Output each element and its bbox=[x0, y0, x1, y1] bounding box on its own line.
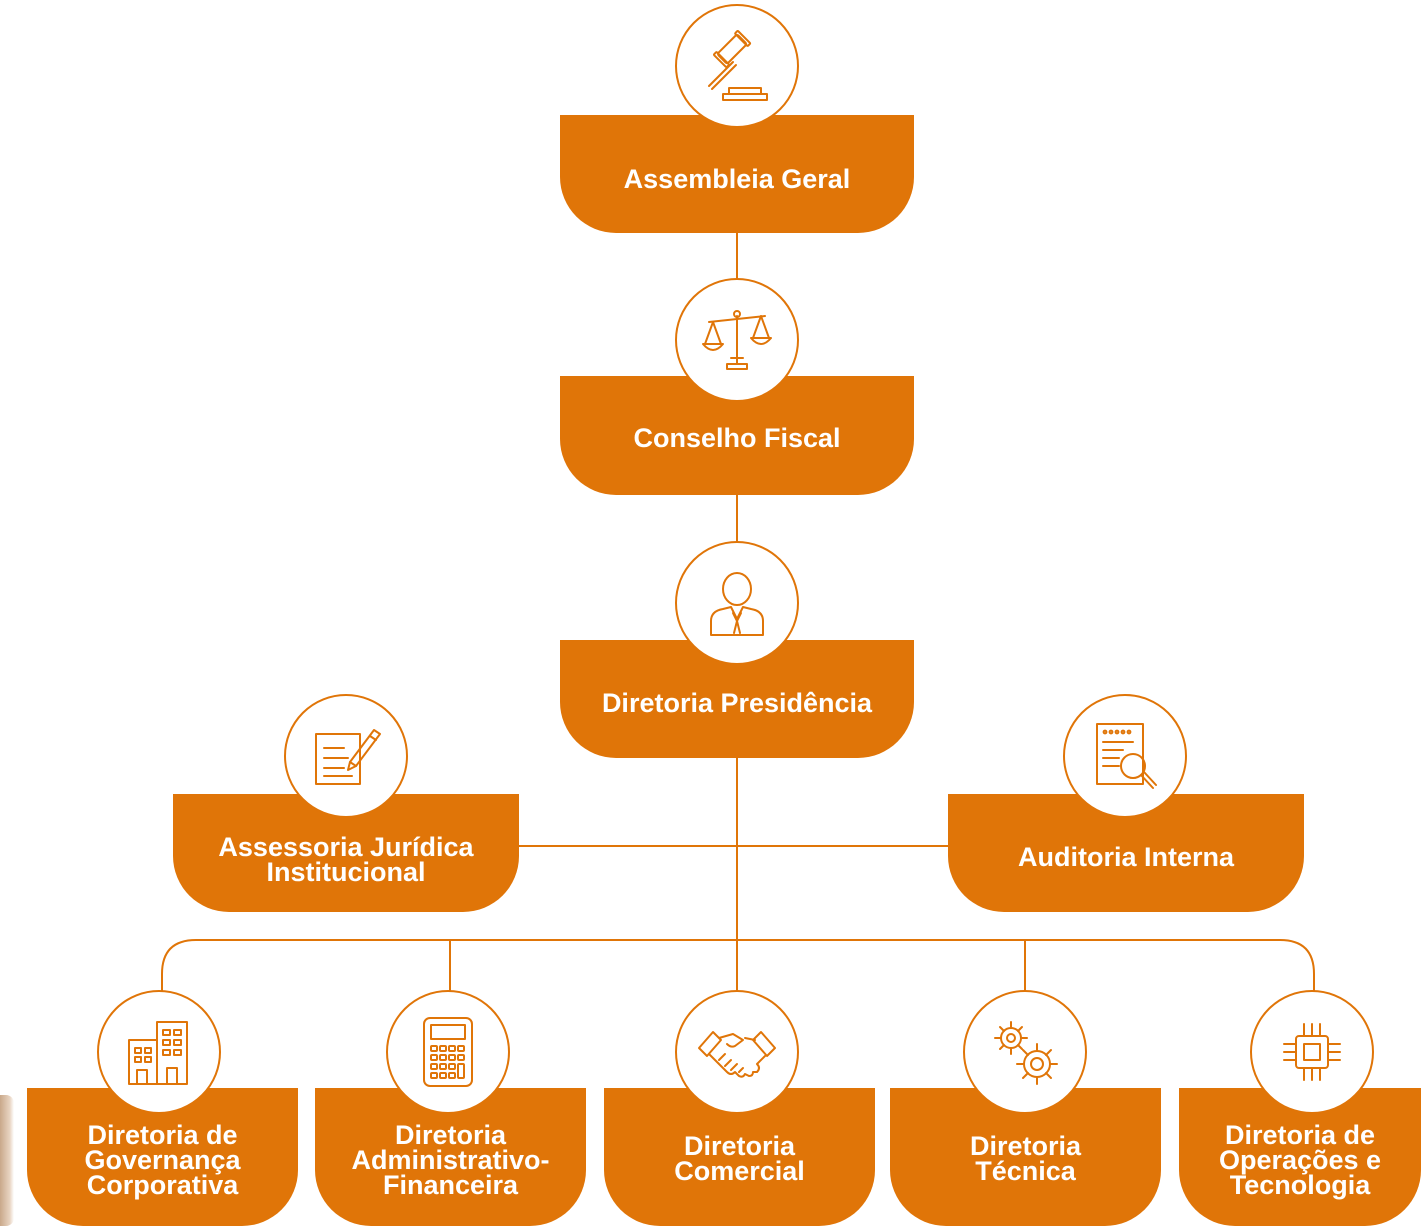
audit-magnifier-icon bbox=[1063, 694, 1187, 818]
node-label: Diretoria Comercial bbox=[674, 1131, 805, 1186]
node-label: Diretoria de Operações e Tecnologia bbox=[1218, 1119, 1382, 1200]
node-label: Conselho Fiscal bbox=[633, 423, 841, 453]
gavel-icon bbox=[675, 4, 799, 128]
node-label: Diretoria Presidência bbox=[601, 687, 873, 718]
calculator-icon bbox=[386, 990, 510, 1114]
node-box: Assembleia Geral bbox=[560, 115, 914, 233]
gears-icon bbox=[963, 990, 1087, 1114]
node-box: Diretoria de Governança Corporativa bbox=[27, 1088, 298, 1226]
document-pen-icon bbox=[284, 694, 408, 818]
photo-edge bbox=[0, 1095, 14, 1226]
executive-icon bbox=[675, 541, 799, 665]
node-label: Auditoria Interna bbox=[1017, 841, 1234, 872]
node-label: Assembleia Geral bbox=[623, 163, 851, 194]
scales-icon bbox=[675, 278, 799, 402]
chip-icon bbox=[1250, 990, 1374, 1114]
node-box: Diretoria Presidência bbox=[560, 640, 914, 758]
node-label: Diretoria Técnica bbox=[969, 1131, 1082, 1186]
node-label: Assessoria Jurídica Institucional bbox=[218, 832, 474, 887]
node-box: Diretoria de Operações e Tecnologia bbox=[1179, 1088, 1421, 1226]
handshake-icon bbox=[675, 990, 799, 1114]
node-label: Diretoria de Governança Corporativa bbox=[84, 1119, 241, 1200]
buildings-icon bbox=[97, 990, 221, 1114]
node-label: Diretoria Administrativo- Financeira bbox=[351, 1119, 550, 1200]
